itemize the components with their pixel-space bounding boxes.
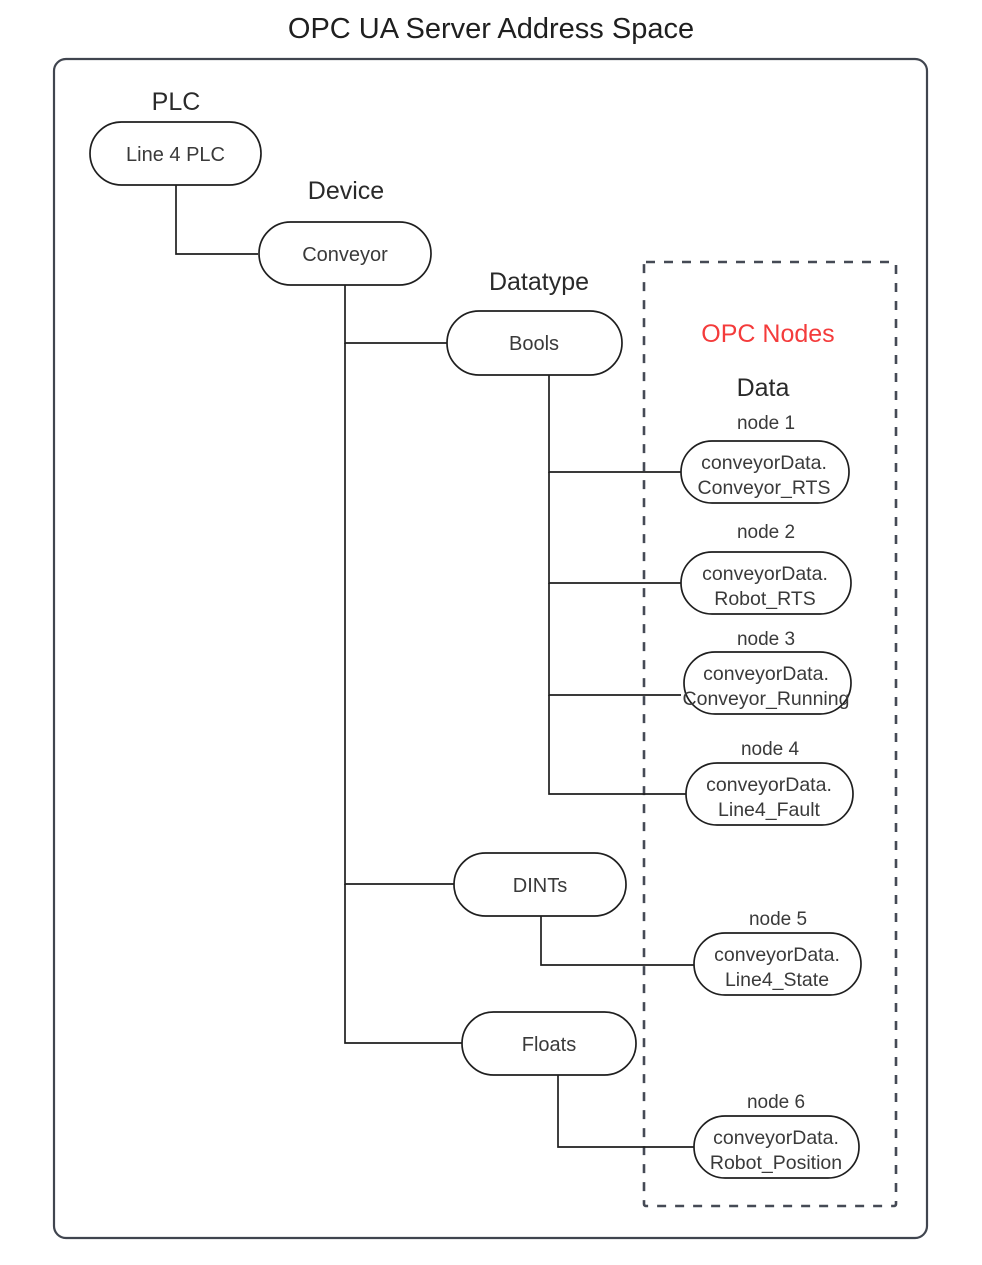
opc-node-3-caption: node 3 <box>737 629 795 650</box>
opc-node-4-shape[interactable] <box>685 762 854 826</box>
opc-node-3-line1: conveyorData. <box>703 663 829 685</box>
opc-node-5-line1: conveyorData. <box>714 944 840 966</box>
opc-node-6-shape[interactable] <box>693 1115 860 1179</box>
opc-node-4[interactable]: conveyorData. Line4_Fault <box>685 762 854 826</box>
opc-node-5[interactable]: conveyorData. Line4_State <box>693 932 862 996</box>
opc-nodes-heading: OPC Nodes <box>701 320 834 348</box>
node-bools-label: Bools <box>509 333 559 355</box>
node-line-4-plc-label: Line 4 PLC <box>126 144 225 166</box>
node-floats[interactable]: Floats <box>461 1011 637 1076</box>
node-floats-shape[interactable] <box>461 1011 637 1076</box>
opc-node-6-line2: Robot_Position <box>710 1152 842 1174</box>
node-bools-shape[interactable] <box>446 310 623 376</box>
page-title: OPC UA Server Address Space <box>288 13 694 45</box>
node-dints-label: DINTs <box>513 875 567 897</box>
opc-node-4-caption: node 4 <box>741 739 800 760</box>
node-dints-shape[interactable] <box>453 852 627 917</box>
opc-node-3-shape[interactable] <box>683 651 852 715</box>
node-conveyor[interactable]: Conveyor <box>258 221 432 286</box>
opc-node-3[interactable]: conveyorData. Conveyor_Running <box>683 651 852 715</box>
node-line-4-plc-shape[interactable] <box>89 121 262 186</box>
node-conveyor-label: Conveyor <box>302 244 388 266</box>
node-bools[interactable]: Bools <box>446 310 623 376</box>
connector-conveyor-to-floats <box>344 884 462 1044</box>
caption-device: Device <box>308 177 384 205</box>
connector-dints-to-node5 <box>540 916 695 966</box>
opc-node-2-caption: node 2 <box>737 522 795 543</box>
node-dints[interactable]: DINTs <box>453 852 627 917</box>
node-floats-label: Floats <box>522 1034 576 1056</box>
opc-node-1[interactable]: conveyorData. Conveyor_RTS <box>680 440 850 504</box>
opc-node-5-caption: node 5 <box>749 909 807 930</box>
connector-plc-to-conveyor <box>175 185 258 255</box>
opc-node-5-shape[interactable] <box>693 932 862 996</box>
caption-datatype: Datatype <box>489 268 589 296</box>
node-conveyor-shape[interactable] <box>258 221 432 286</box>
opc-nodes-subheading: Data <box>737 374 790 402</box>
opc-node-2-shape[interactable] <box>680 551 852 615</box>
opc-node-1-shape[interactable] <box>680 440 850 504</box>
connector-floats-to-node6 <box>557 1075 694 1148</box>
opc-node-5-line2: Line4_State <box>725 969 829 991</box>
opc-node-4-line2: Line4_Fault <box>718 799 820 821</box>
opc-node-6-caption: node 6 <box>747 1092 805 1113</box>
opc-node-3-line2: Conveyor_Running <box>683 688 850 710</box>
opc-node-2[interactable]: conveyorData. Robot_RTS <box>680 551 852 615</box>
opc-node-1-line2: Conveyor_RTS <box>698 477 831 499</box>
opc-node-4-line1: conveyorData. <box>706 774 832 796</box>
node-line-4-plc[interactable]: Line 4 PLC <box>89 121 262 186</box>
opc-nodes-region <box>642 260 898 1208</box>
opc-node-2-line2: Robot_RTS <box>714 588 816 610</box>
opc-node-1-line1: conveyorData. <box>701 452 827 474</box>
connector-bools-to-node4 <box>548 695 686 795</box>
opc-node-6-line1: conveyorData. <box>713 1127 839 1149</box>
caption-plc: PLC <box>152 88 201 116</box>
opc-node-2-line1: conveyorData. <box>702 563 828 585</box>
opc-node-1-caption: node 1 <box>737 413 795 434</box>
opc-node-6[interactable]: conveyorData. Robot_Position <box>693 1115 860 1179</box>
